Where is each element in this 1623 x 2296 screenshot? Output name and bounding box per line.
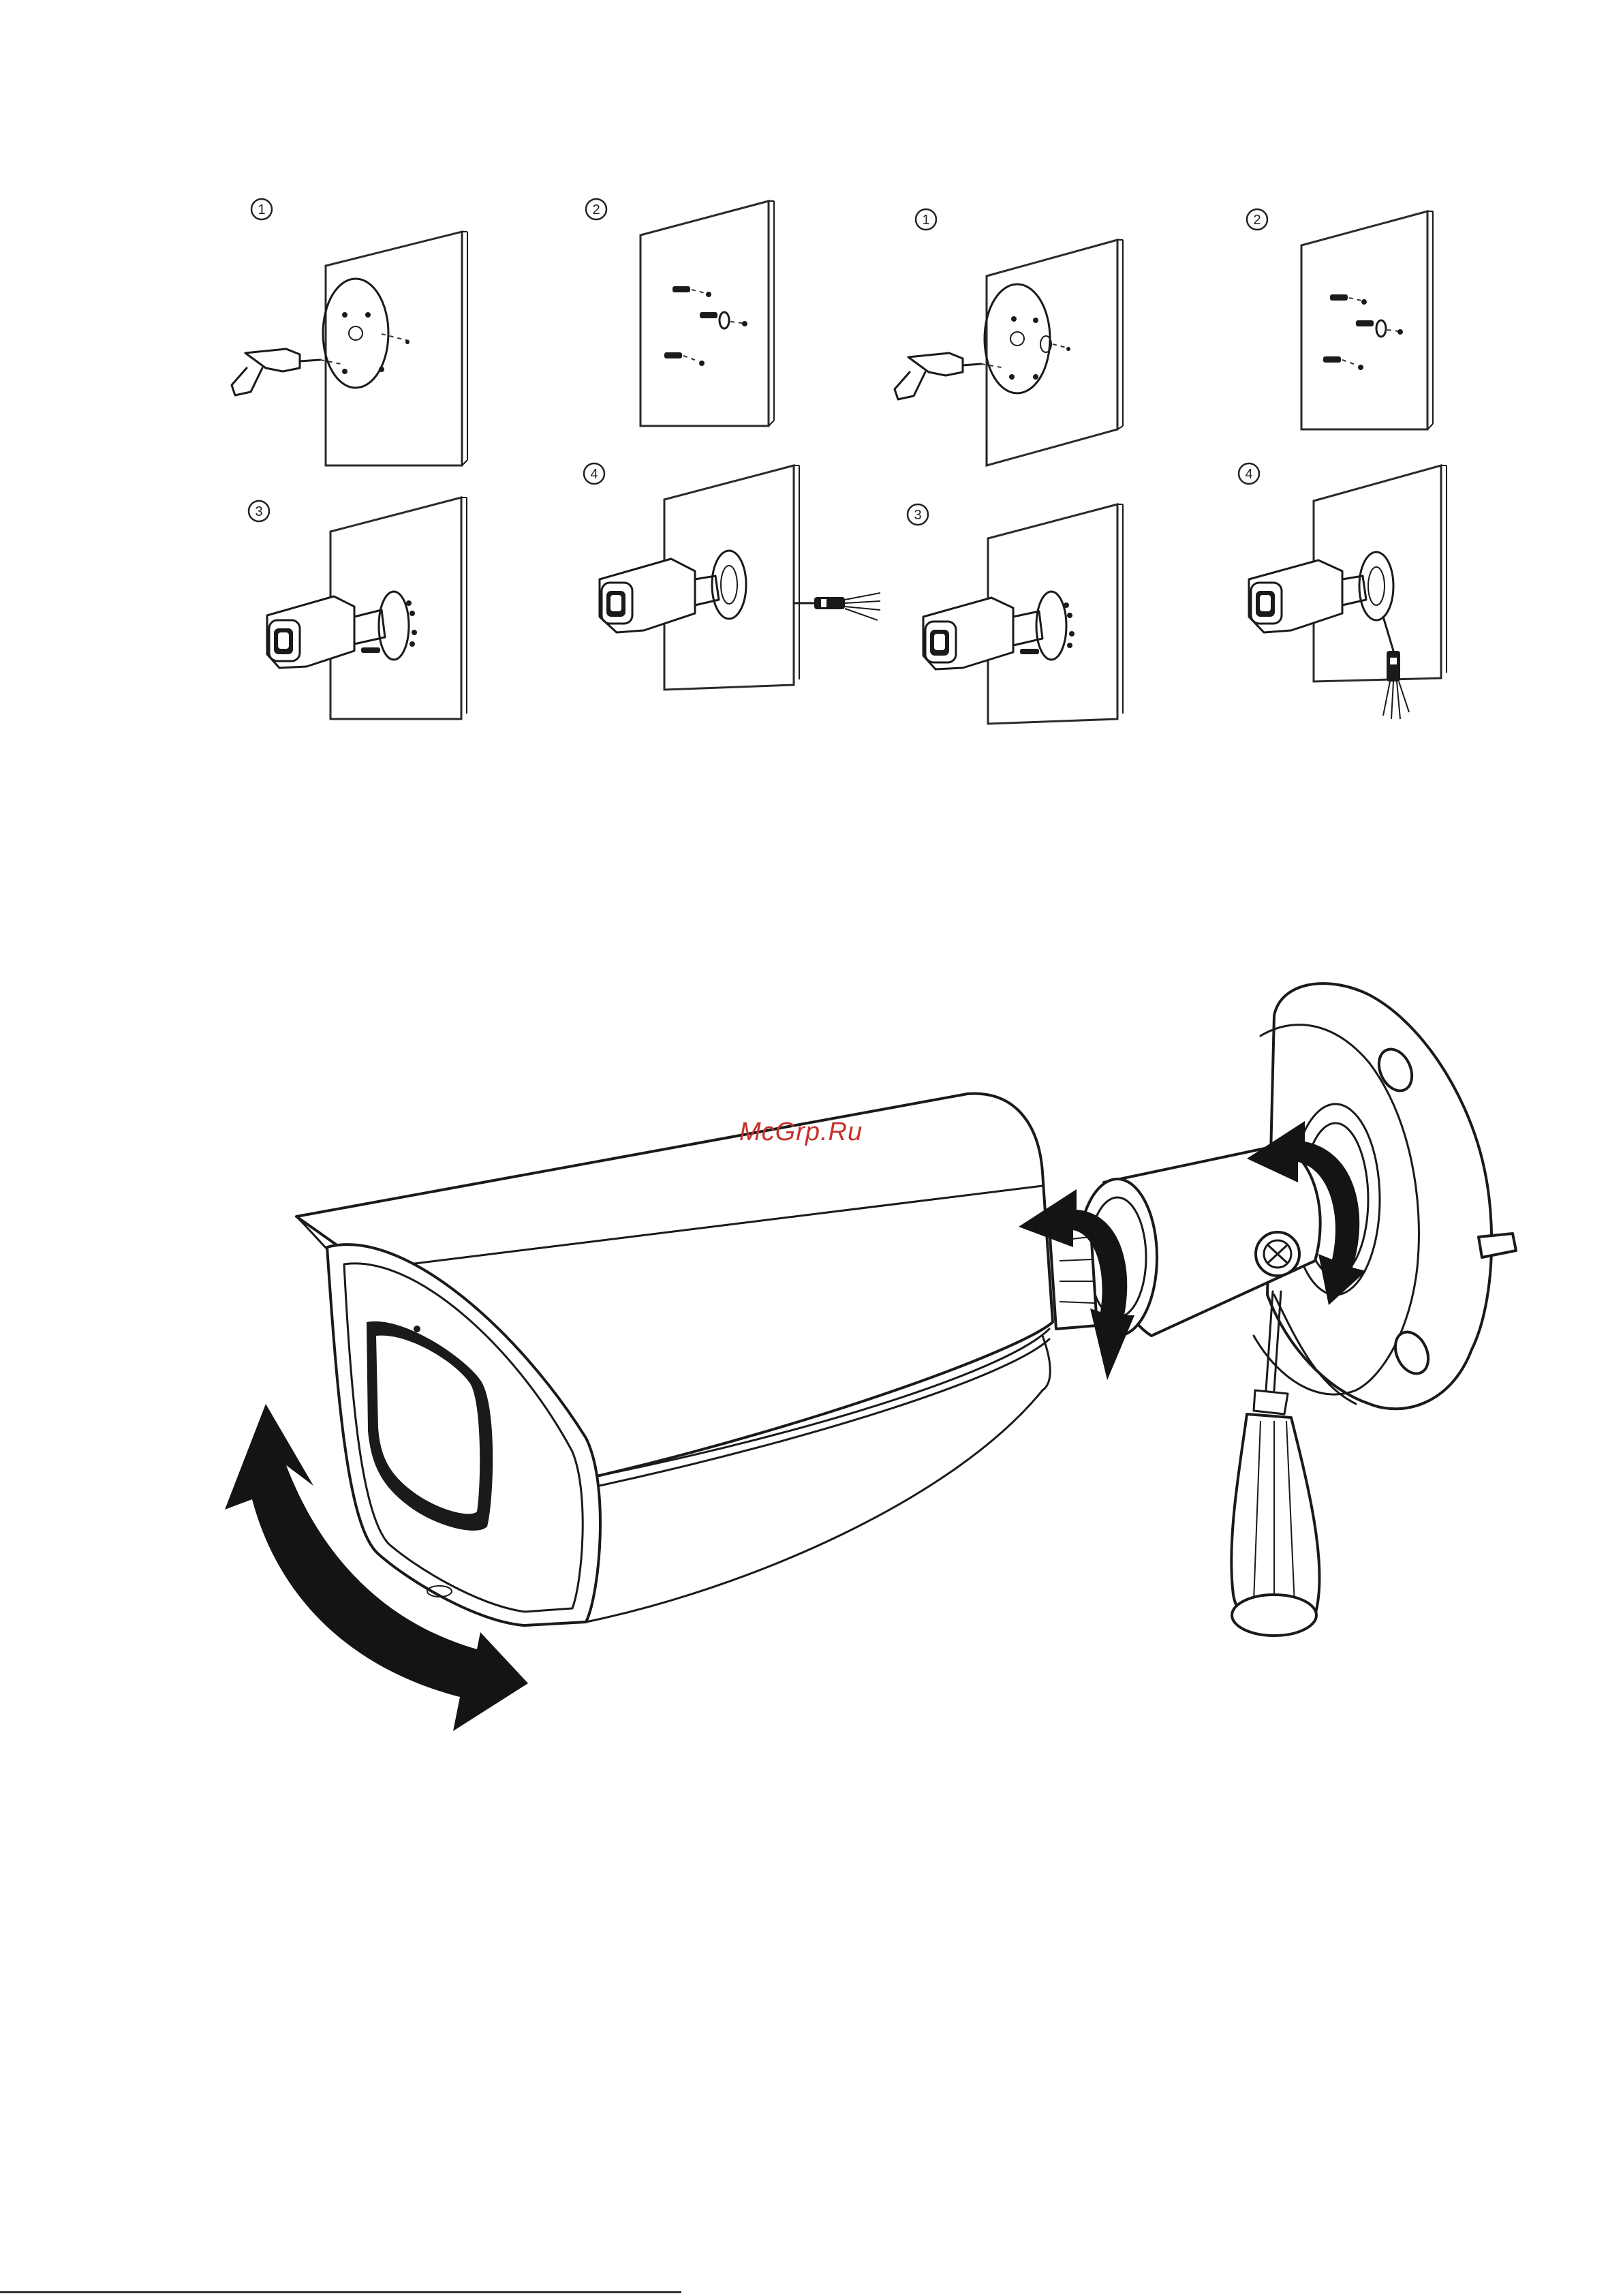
panel-a1: 1 <box>232 199 467 465</box>
panel-b1: 1 <box>895 209 1123 465</box>
camera-body <box>296 1094 1053 1625</box>
step-a1-label: 1 <box>258 202 265 217</box>
panel-a2: 2 <box>586 199 774 426</box>
step-a2-label: 2 <box>592 202 600 217</box>
footer-rule <box>0 2291 681 2293</box>
panel-a4: 4 <box>584 463 880 690</box>
step-a3-label: 3 <box>255 504 262 519</box>
step-b2-label: 2 <box>1253 213 1261 228</box>
watermark-text: McGrp.Ru <box>739 1118 863 1147</box>
cable-connector-icon <box>794 593 880 620</box>
panel-b4: 4 <box>1239 463 1447 719</box>
panel-b2: 2 <box>1247 209 1433 429</box>
step-b4-label: 4 <box>1245 467 1252 482</box>
step-a4-label: 4 <box>590 467 598 482</box>
step-b1-label: 1 <box>922 213 929 228</box>
step-b3-label: 3 <box>914 508 921 523</box>
panel-a3: 3 <box>249 498 467 719</box>
panel-b3: 3 <box>908 504 1123 724</box>
camera-adjustment-illustration <box>225 983 1516 1731</box>
